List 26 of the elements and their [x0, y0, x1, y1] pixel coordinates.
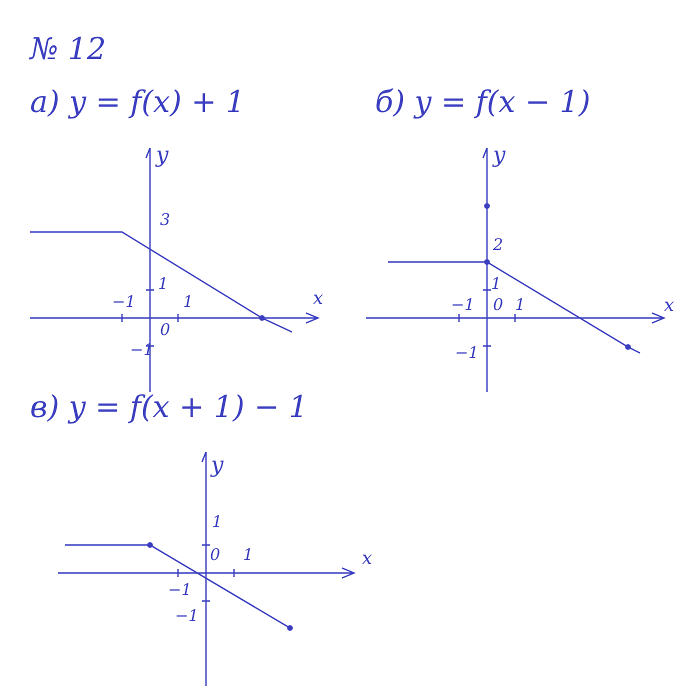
tick-label: 1: [515, 297, 526, 313]
tick-label: 1: [183, 294, 194, 310]
axis-label: x: [313, 290, 324, 308]
formula: в) y = f(x + 1) − 1: [30, 393, 308, 423]
tick-label: 0: [210, 547, 220, 563]
formula: б) y = f(x − 1): [375, 88, 590, 118]
tick-label: 3: [160, 212, 170, 228]
tick-label: 0: [493, 297, 504, 313]
formula: а) y = f(x) + 1: [30, 88, 246, 118]
tick-label: −1: [112, 294, 136, 310]
axis-label: y: [156, 145, 168, 167]
tick-label: 1: [491, 276, 502, 292]
tick-label: −1: [175, 608, 199, 624]
tick-label: −1: [455, 345, 479, 361]
tick-label: −1: [451, 297, 475, 313]
problem-number: № 12: [30, 35, 106, 65]
tick-label: −1: [168, 582, 192, 598]
tick-label: 0: [160, 322, 170, 338]
tick-label: 2: [493, 237, 504, 253]
axis-label: x: [664, 297, 674, 315]
axis-label: y: [211, 455, 224, 477]
tick-label: 1: [158, 276, 168, 292]
tick-label: 1: [212, 514, 222, 530]
axis-label: x: [362, 550, 372, 568]
tick-label: 1: [243, 547, 254, 563]
axis-label: y: [493, 145, 506, 167]
